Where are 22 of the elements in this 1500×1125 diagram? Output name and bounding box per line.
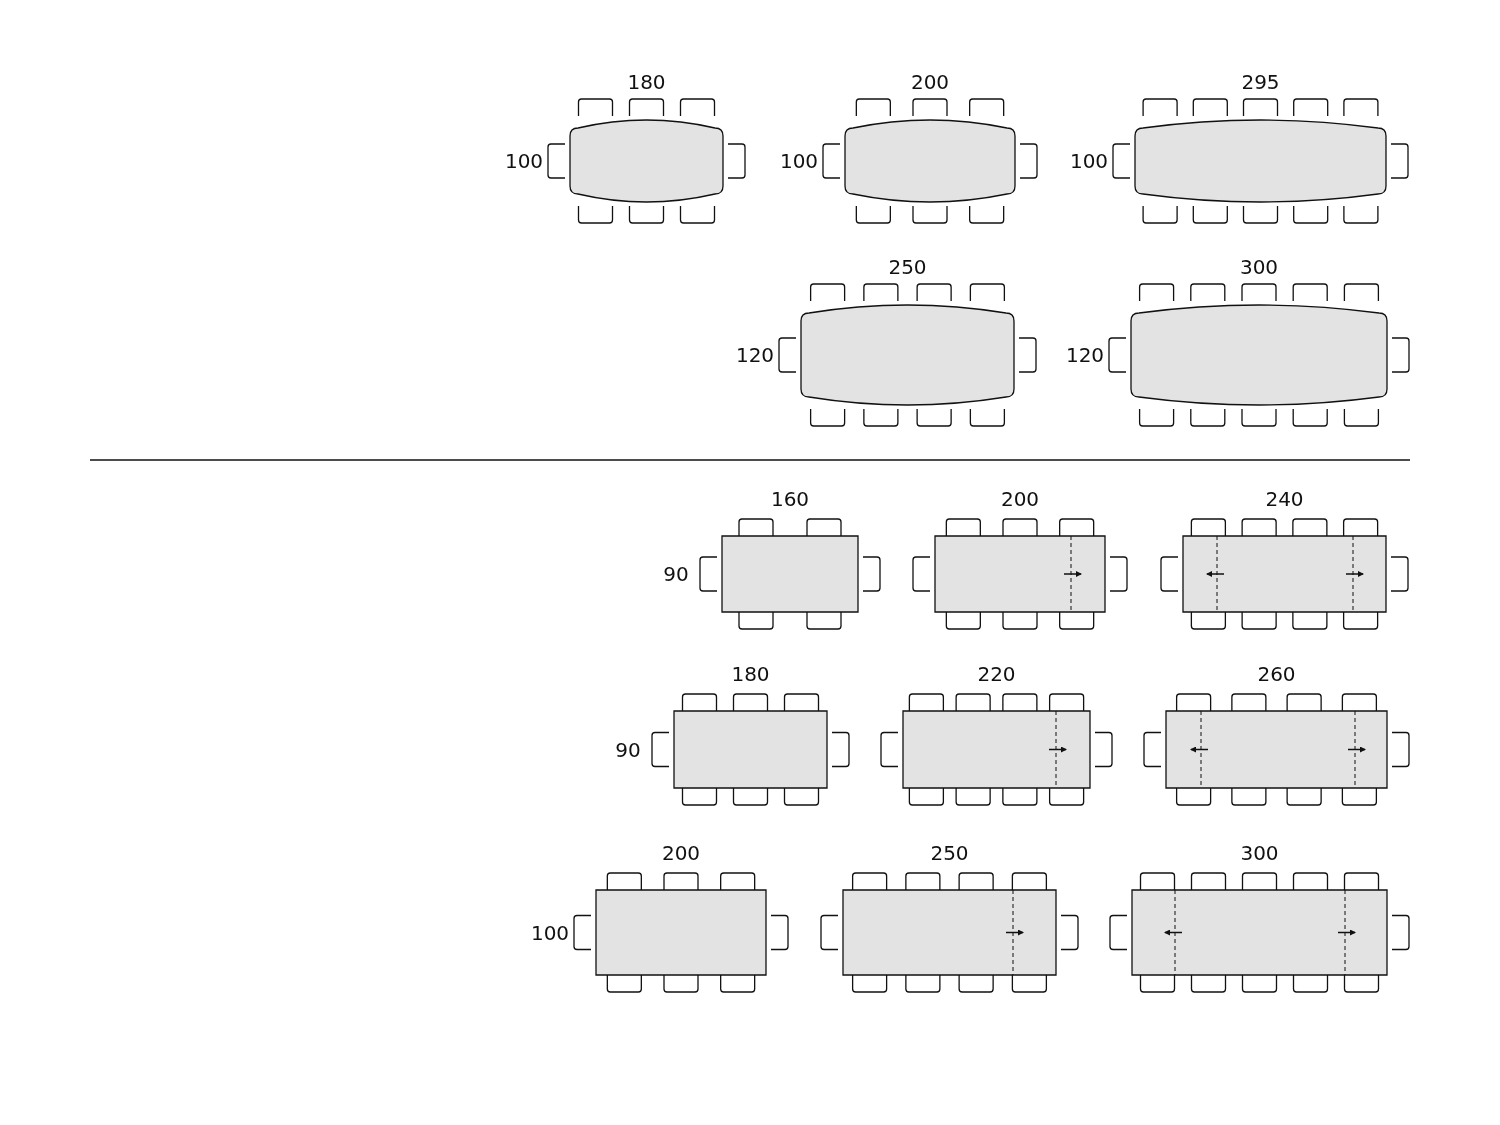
dimension-label: 180: [627, 72, 666, 92]
dimension-label: 240: [1265, 489, 1304, 509]
dimension-label: 200: [661, 843, 701, 863]
dimension-label: 100: [530, 922, 570, 943]
dimension-label: 90: [663, 564, 689, 584]
dimension-label: 120: [735, 345, 775, 365]
dimension-label: 100: [1069, 151, 1109, 171]
dimension-label: 300: [1240, 843, 1279, 863]
dimension-label: 295: [1241, 72, 1280, 92]
dimension-label: 180: [731, 664, 770, 684]
dimension-label: 90: [615, 739, 641, 760]
dimension-label: 100: [504, 151, 544, 171]
dimension-label: 200: [1000, 489, 1040, 509]
dimension-label: 250: [888, 257, 927, 277]
dimension-label: 120: [1065, 345, 1105, 365]
dimension-label: 300: [1239, 257, 1279, 277]
dimension-label: 160: [770, 489, 810, 509]
dimension-label: 220: [977, 664, 1016, 684]
dimension-label: 100: [779, 151, 819, 171]
dimension-label: 250: [930, 843, 969, 863]
dimension-label: 260: [1257, 664, 1296, 684]
dimension-label: 200: [910, 72, 950, 92]
